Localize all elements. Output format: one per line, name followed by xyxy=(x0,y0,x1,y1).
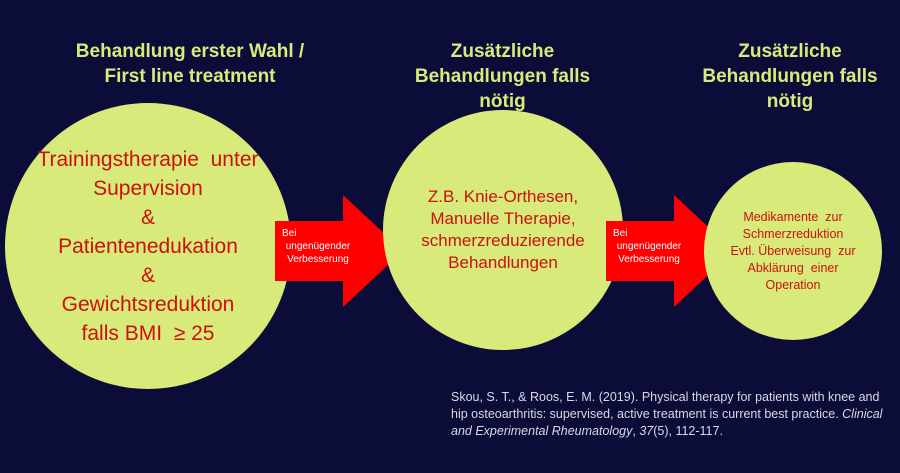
arrow-label-line: Bei xyxy=(613,228,628,239)
arrow-label-line: Bei xyxy=(282,228,297,239)
circle-text-line: Patientenedukation xyxy=(58,234,238,258)
heading-additional-2: Zusätzliche Behandlungen falls nötig xyxy=(680,39,900,114)
heading-first-line: Behandlung erster Wahl / First line trea… xyxy=(30,39,350,89)
circle-text-line: falls BMI ≥ 25 xyxy=(81,321,215,345)
arrow-label-line: ungenügender xyxy=(285,241,351,252)
circle-text-line: Schmerzreduktion xyxy=(742,226,844,241)
arrow-2-label: Bei ungenügender Verbesserung xyxy=(603,227,695,266)
circle-text-line: Abklärung einer xyxy=(747,260,839,275)
heading-line: Behandlung erster Wahl / xyxy=(75,41,305,62)
circle-text-line: Gewichtsreduktion xyxy=(61,292,235,316)
heading-line: First line treatment xyxy=(104,66,276,87)
heading-line: Behandlungen falls xyxy=(414,66,591,87)
circle-text-line: Supervision xyxy=(93,176,203,200)
heading-line: nötig xyxy=(766,91,814,112)
heading-line: Behandlungen falls xyxy=(702,66,878,87)
arrow-label-line: Verbesserung xyxy=(287,254,349,265)
arrow-1 xyxy=(275,195,403,307)
citation-volume: 37 xyxy=(639,424,654,438)
heading-line: nötig xyxy=(479,91,526,112)
citation-pages: (5), 112-117. xyxy=(653,424,723,438)
circle-text-line: Operation xyxy=(765,277,821,292)
circle-text-line: schmerzreduzierende xyxy=(421,231,585,250)
circle-text-line: Behandlungen xyxy=(448,253,558,272)
circle-text-line: & xyxy=(140,205,155,229)
circle-text-line: Medikamente zur xyxy=(743,209,843,224)
circle-text-line: Manuelle Therapie, xyxy=(430,209,576,228)
arrow-2-shape xyxy=(606,195,734,307)
arrow-1-shape xyxy=(275,195,403,307)
citation-text: Skou, S. T., & Roos, E. M. (2019). Physi… xyxy=(451,390,880,421)
additional-treatment-circle-1: Z.B. Knie-Orthesen, Manuelle Therapie, s… xyxy=(383,110,623,350)
first-line-treatment-circle: Trainingstherapie unter Supervision & Pa… xyxy=(5,103,291,389)
circle-text-line: & xyxy=(140,263,155,287)
circle-text-line: Trainingstherapie unter xyxy=(37,147,259,171)
citation-journal: Clinical and Experimental Rheumatology xyxy=(451,407,883,438)
arrow-label-line: Verbesserung xyxy=(618,254,680,265)
additional-treatment-circle-2: Medikamente zur Schmerzreduktion Evtl. Ü… xyxy=(704,162,882,340)
arrow-1-label: Bei ungenügender Verbesserung xyxy=(272,227,364,266)
arrow-label-line: ungenügender xyxy=(616,241,682,252)
arrow-2 xyxy=(606,195,734,307)
circle-text-line: Evtl. Überweisung zur xyxy=(730,243,856,258)
heading-additional-1: Zusätzliche Behandlungen falls nötig xyxy=(380,39,625,114)
citation: Skou, S. T., & Roos, E. M. (2019). Physi… xyxy=(451,389,896,440)
heading-line: Zusätzliche xyxy=(738,41,842,62)
citation-separator: , xyxy=(632,424,640,438)
circle-text-line: Z.B. Knie-Orthesen, xyxy=(427,187,579,206)
heading-line: Zusätzliche xyxy=(450,41,555,62)
